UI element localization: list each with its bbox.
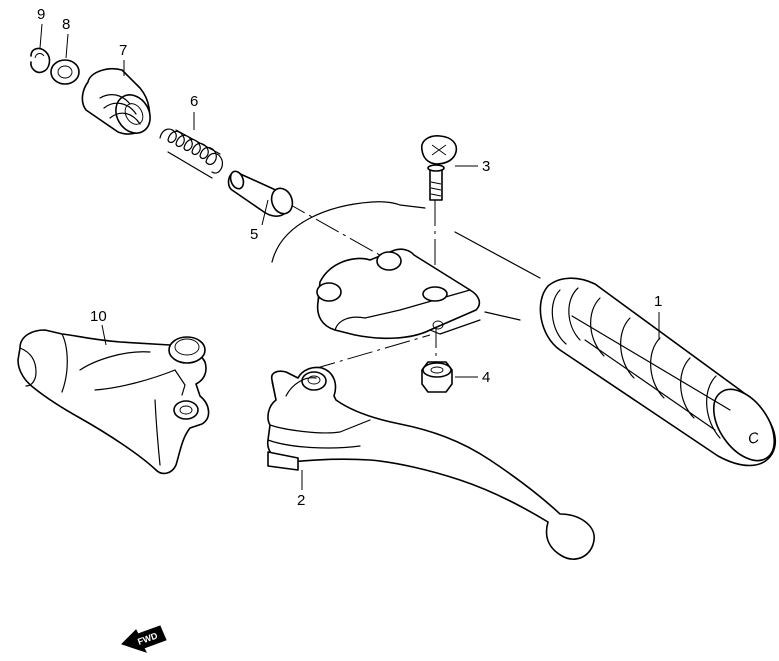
callout-3: 3 bbox=[482, 158, 490, 175]
callout-10: 10 bbox=[90, 308, 107, 325]
part-8-washer bbox=[50, 59, 80, 85]
part-3-pivot-bolt bbox=[420, 135, 458, 201]
handlebar-outline bbox=[271, 201, 541, 321]
callout-2: 2 bbox=[297, 492, 305, 509]
part-5-pushrod bbox=[227, 170, 294, 217]
assembly-center-lines bbox=[281, 199, 437, 371]
callout-7: 7 bbox=[119, 42, 127, 59]
part-2-clutch-lever bbox=[266, 366, 595, 560]
callout-9: 9 bbox=[37, 6, 45, 23]
lever-holder-bracket bbox=[316, 248, 481, 340]
callout-4: 4 bbox=[482, 369, 490, 386]
callout-5: 5 bbox=[250, 226, 258, 243]
part-6-spring bbox=[159, 128, 223, 179]
callout-leader-lines bbox=[39, 23, 660, 490]
callout-6: 6 bbox=[190, 93, 198, 110]
part-10-lever-cover bbox=[17, 329, 210, 475]
callout-labels: 1 2 3 4 5 6 7 8 9 10 bbox=[37, 6, 662, 509]
callout-1: 1 bbox=[654, 293, 662, 310]
part-9-circlip bbox=[30, 47, 51, 74]
part-1-handlebar-grip: C bbox=[539, 277, 776, 467]
forward-direction-badge: FWD bbox=[121, 625, 167, 653]
grip-end-mark: C bbox=[747, 429, 761, 448]
part-4-nut bbox=[421, 361, 453, 393]
callout-8: 8 bbox=[62, 16, 70, 33]
part-7-adjuster-boot bbox=[81, 67, 151, 135]
